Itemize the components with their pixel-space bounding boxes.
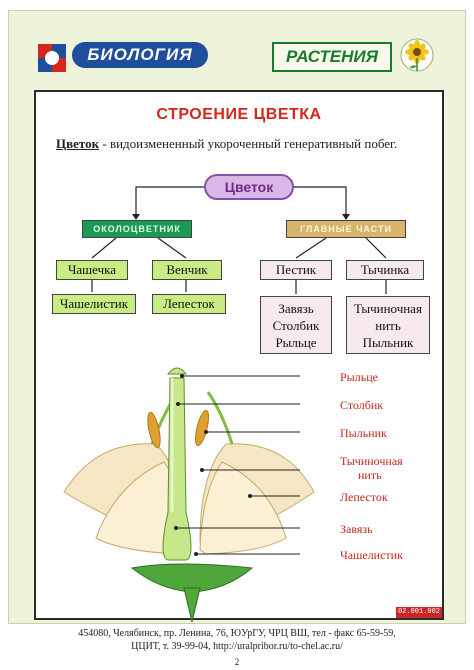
label-petal: Лепесток <box>340 490 388 504</box>
pistil-parts-box: Завязь Столбик Рыльце <box>260 296 332 354</box>
logo-icon <box>38 44 66 72</box>
page-title: СТРОЕНИЕ ЦВЕТКА <box>156 106 322 123</box>
perianth-header: ОКОЛОЦВЕТНИК <box>82 220 192 238</box>
label-filament: Тычиночная <box>340 454 403 468</box>
label-anther: Пыльник <box>340 426 387 440</box>
petal-box: Лепесток <box>152 294 226 314</box>
footer-contacts: ЦЦИТ, т. 39-99-04, http://uralpribor.ru/… <box>131 641 343 652</box>
pistil-part-stigma: Рыльце <box>275 335 317 350</box>
label-style: Столбик <box>340 398 384 412</box>
main-parts-header: ГЛАВНЫЕ ЧАСТИ <box>286 220 406 238</box>
corolla-box: Венчик <box>152 260 222 280</box>
calyx-box: Чашечка <box>56 260 128 280</box>
section-tag: РАСТЕНИЯ <box>272 42 392 72</box>
stamen-box: Тычинка <box>346 260 424 280</box>
pistil-box: Пестик <box>260 260 332 280</box>
footer-address: 454080, Челябинск, пр. Ленина, 76, ЮУрГУ… <box>78 628 396 639</box>
main-panel: СТРОЕНИЕ ЦВЕТКА Цветок - видоизмененный … <box>34 90 444 622</box>
tree-connectors <box>91 186 387 294</box>
brand-title: БИОЛОГИЯ <box>72 42 208 68</box>
flower-illustration <box>63 367 315 622</box>
label-filament-2: нить <box>358 468 382 482</box>
sepal-box: Чашелистик <box>52 294 136 314</box>
stamen-parts-box: Тычиночная нить Пыльник <box>346 296 430 354</box>
definition-term: Цветок <box>56 136 100 151</box>
pistil-part-style: Столбик <box>272 318 320 333</box>
page-number: 2 <box>234 657 240 667</box>
sunflower-icon <box>400 38 434 72</box>
stamen-part-filament: Тычиночная <box>354 301 422 316</box>
stamen-part-anther: Пыльник <box>362 335 414 350</box>
stamen-part-filament-2: нить <box>375 318 401 333</box>
definition: Цветок - видоизмененный укороченный гене… <box>56 136 397 152</box>
label-ovary: Завязь <box>340 522 373 536</box>
definition-text: - видоизмененный укороченный генеративны… <box>99 136 398 151</box>
label-sepal: Чашелистик <box>340 548 403 562</box>
catalog-code: 02.001.002 <box>396 607 442 618</box>
pistil-part-ovary: Завязь <box>278 301 314 316</box>
label-stigma: Рыльце <box>340 370 378 384</box>
root-node: Цветок <box>204 174 294 200</box>
